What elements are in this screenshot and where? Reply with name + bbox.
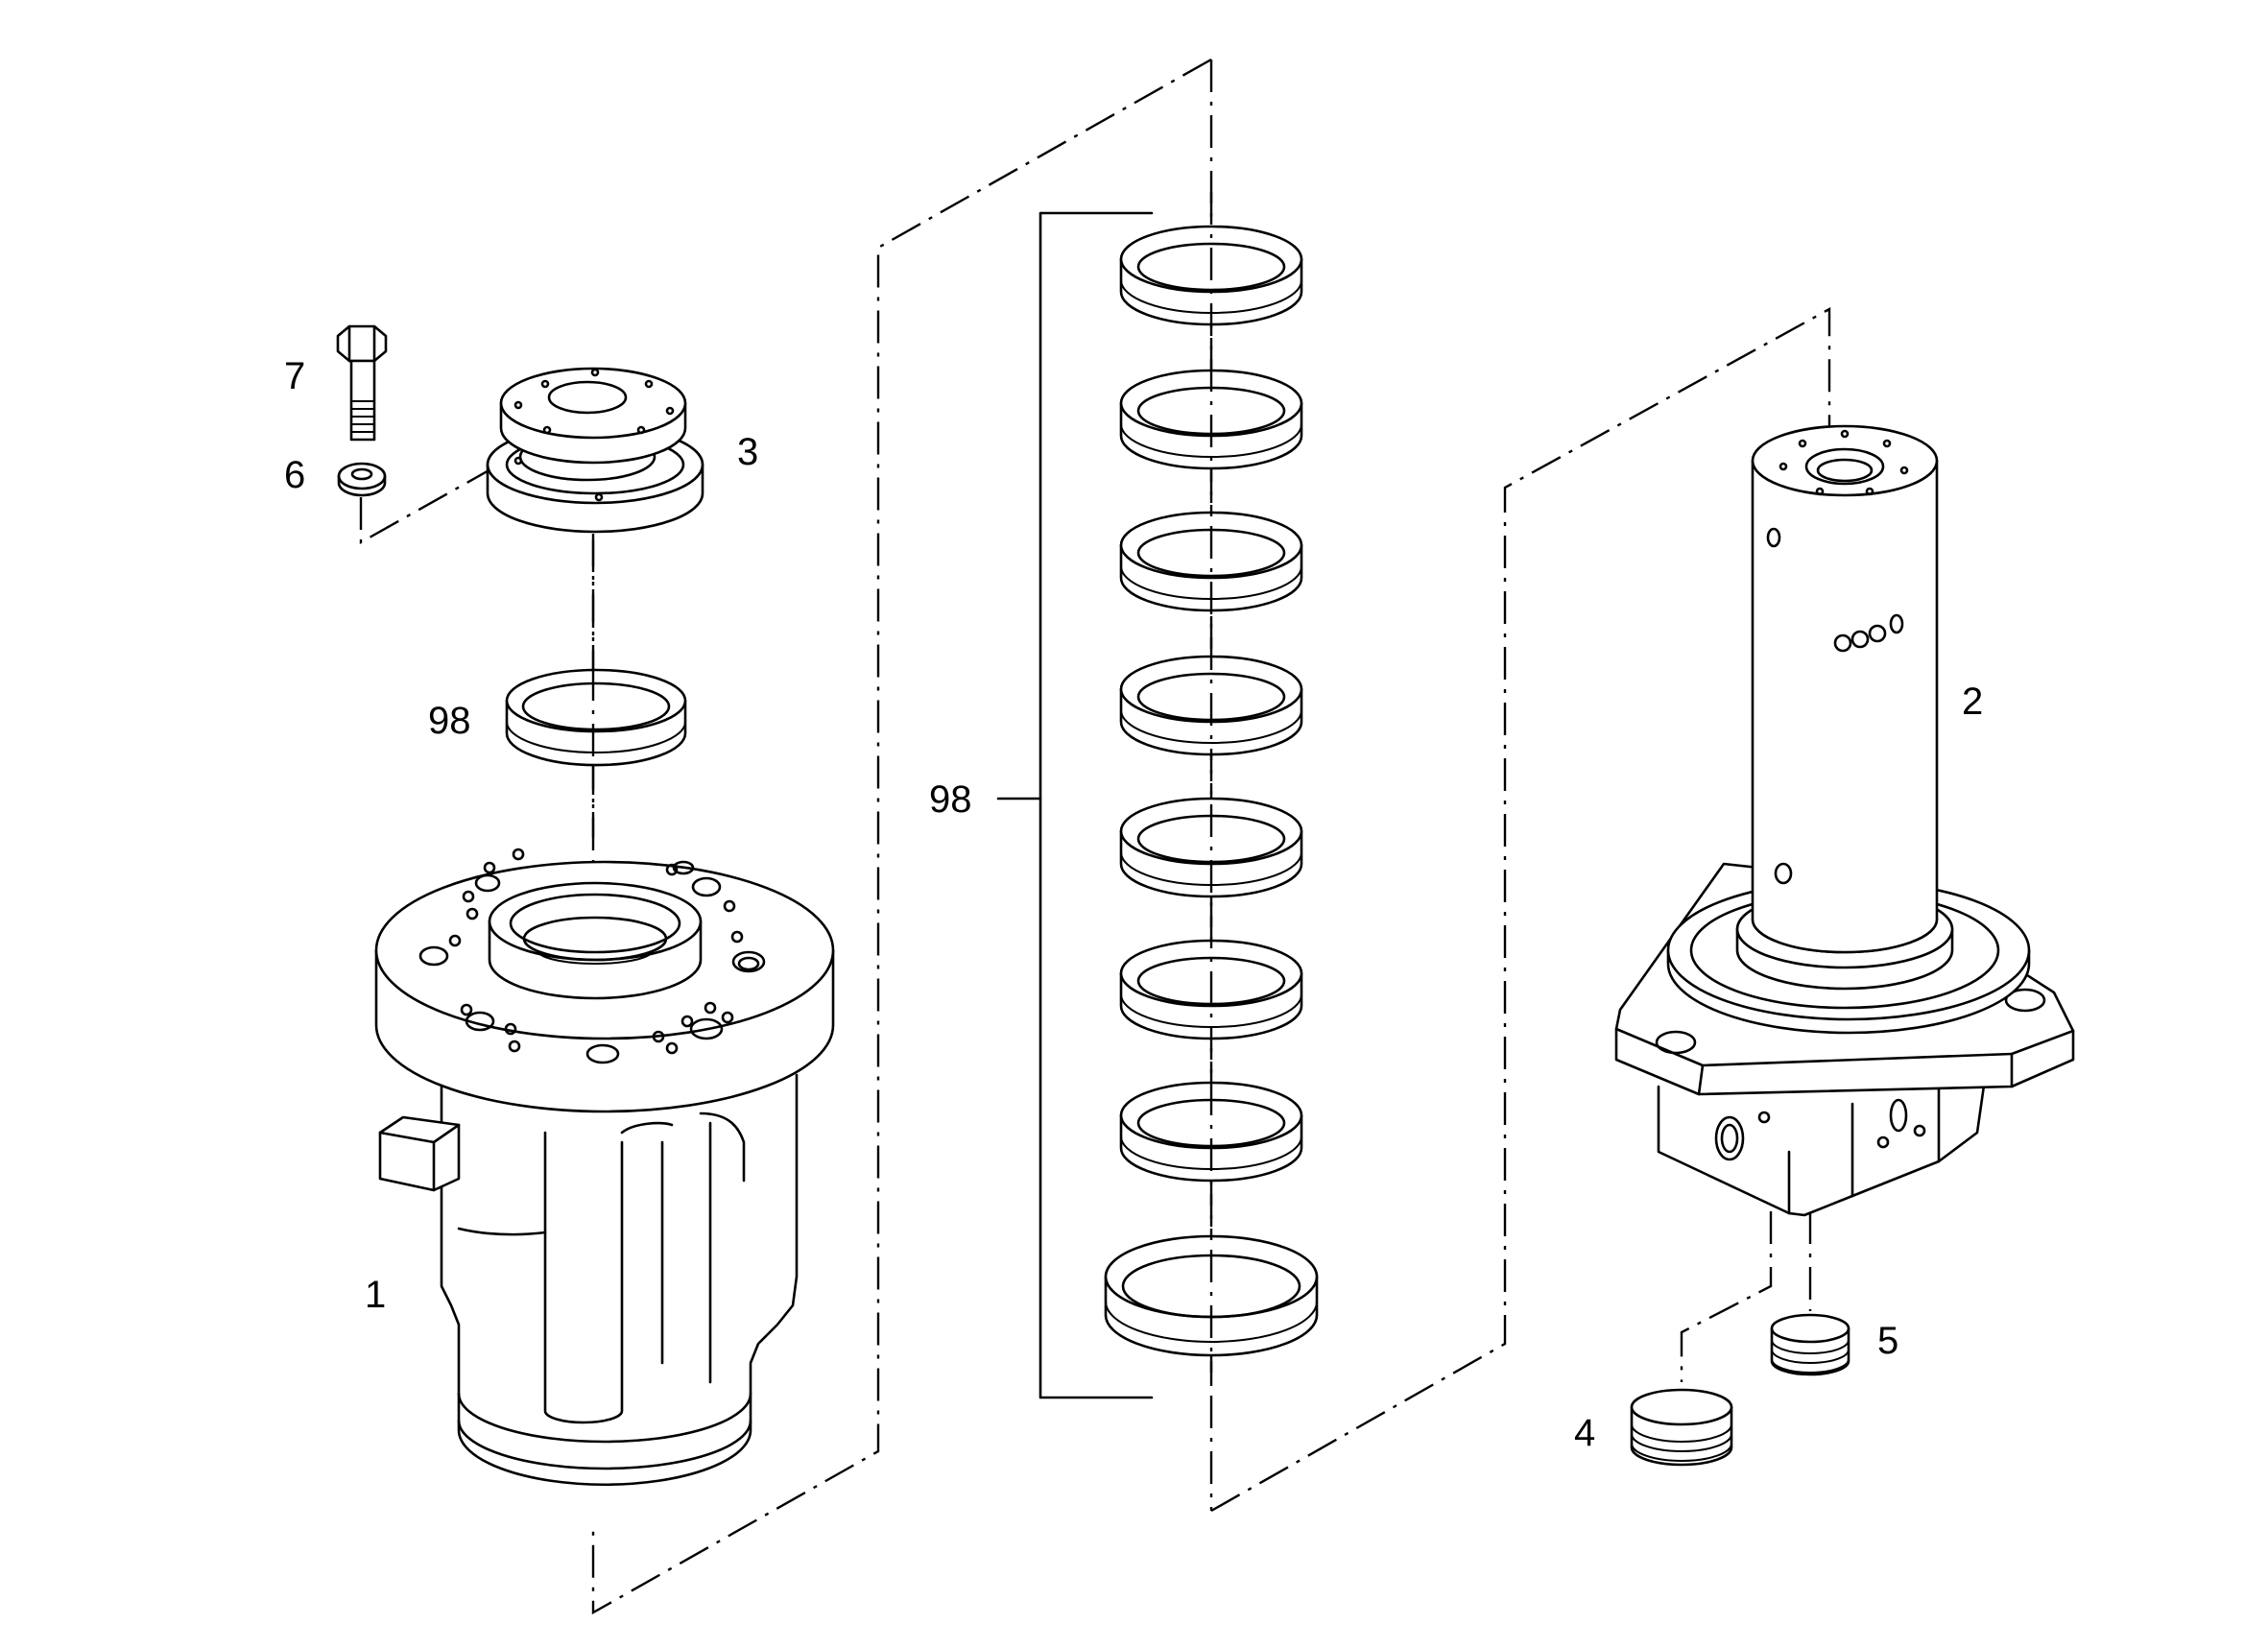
label-part-7: 7 xyxy=(284,355,305,397)
shaft-part-2 xyxy=(1614,424,2075,1217)
housing-part-1 xyxy=(374,848,835,1487)
label-part-5: 5 xyxy=(1877,1320,1898,1362)
label-part-3: 3 xyxy=(737,431,758,473)
label-part-1: 1 xyxy=(365,1274,386,1316)
seal-ring-set xyxy=(1104,192,1319,1382)
label-part-98-set: 98 xyxy=(929,778,972,821)
label-part-4: 4 xyxy=(1574,1412,1595,1454)
cover-part-3 xyxy=(486,367,704,534)
plug-part-5 xyxy=(1770,1313,1850,1376)
callout-labels: 7 6 3 98 1 98 2 5 4 xyxy=(284,355,1983,1454)
plug-part-4 xyxy=(1630,1388,1733,1467)
washer-part-6 xyxy=(337,462,387,497)
bolt-part-7 xyxy=(336,324,388,442)
label-part-98-single: 98 xyxy=(428,700,471,742)
label-part-2: 2 xyxy=(1962,681,1983,723)
label-part-6: 6 xyxy=(284,454,305,496)
seal-set-bracket xyxy=(996,211,1154,1399)
seal-ring-single xyxy=(505,668,687,767)
